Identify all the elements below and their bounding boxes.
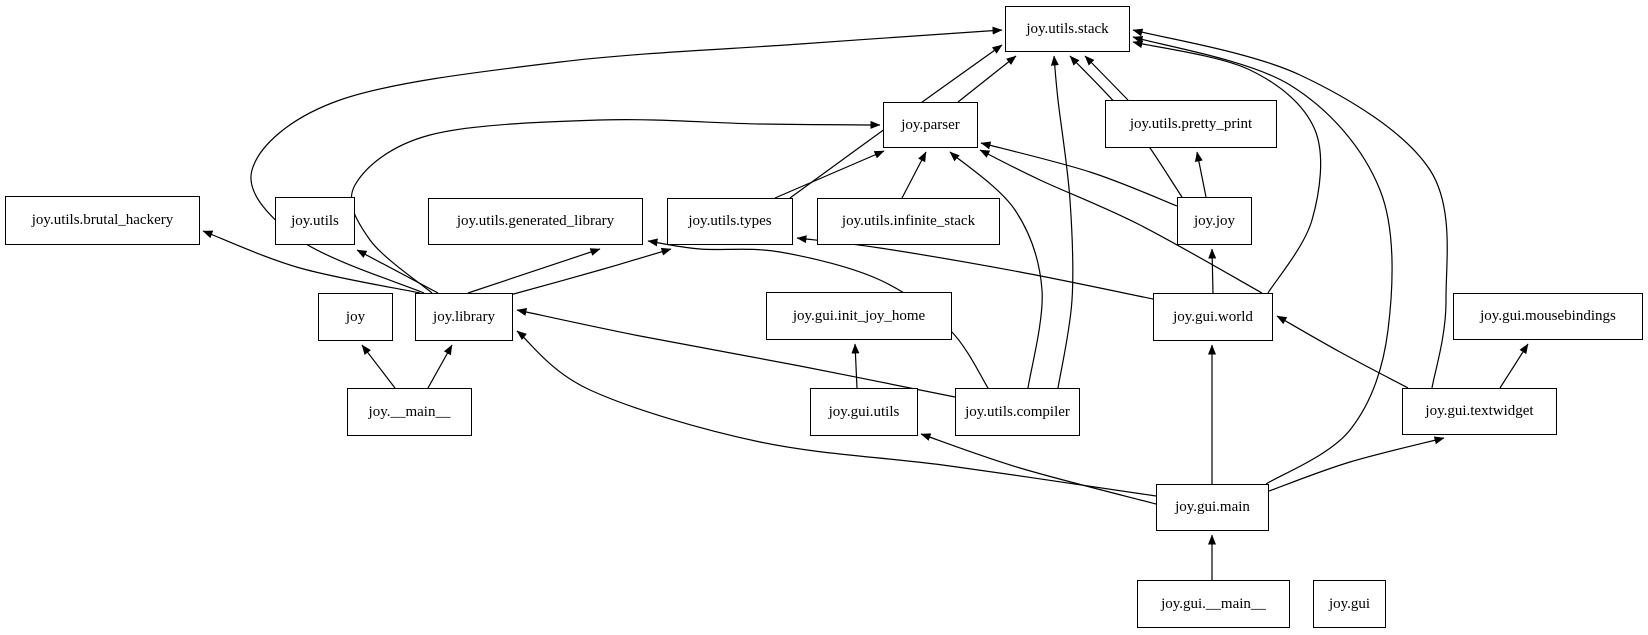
node-label: joy.utils.compiler xyxy=(965,403,1070,420)
node-label: joy.parser xyxy=(901,116,960,133)
node-joy.gui.__main__: joy.gui.__main__ xyxy=(1137,580,1290,628)
edge-joy.utils.compiler-to-joy.parser xyxy=(949,151,1043,389)
edge-joy.gui.textwidget-to-joy.utils.stack xyxy=(1132,28,1448,389)
node-label: joy.gui.__main__ xyxy=(1161,595,1266,612)
edge-joy.gui.main-to-joy.utils.stack xyxy=(1132,35,1393,485)
edge-joy.gui.main-to-joy.gui.textwidget xyxy=(1268,436,1445,492)
node-joy.gui.utils: joy.gui.utils xyxy=(810,388,918,436)
node-joy.utils.stack: joy.utils.stack xyxy=(1005,6,1130,52)
node-joy.utils.brutal_hackery: joy.utils.brutal_hackery xyxy=(5,196,200,245)
node-label: joy.gui.main xyxy=(1175,499,1250,515)
edge-joy.__main__-to-joy xyxy=(361,344,396,389)
node-label: joy.gui xyxy=(1328,595,1371,612)
node-joy.utils.pretty_print: joy.utils.pretty_print xyxy=(1105,100,1277,148)
node-joy.gui.textwidget: joy.gui.textwidget xyxy=(1402,388,1557,435)
edge-joy.__main__-to-joy.library xyxy=(427,344,453,389)
node-joy.utils.types: joy.utils.types xyxy=(667,198,793,245)
node-label: joy.gui.mousebindings xyxy=(1480,308,1616,324)
node-label: joy.utils xyxy=(291,212,339,229)
edge-joy.utils.compiler-to-joy.utils.generated_library xyxy=(647,238,989,389)
edge-joy.gui.utils-to-joy.gui.init_joy_home xyxy=(851,343,860,389)
node-label: joy.gui.world xyxy=(1173,308,1253,325)
edge-joy.joy-to-joy.parser xyxy=(980,141,1178,207)
edge-joy.utils.infinite_stack-to-joy.parser xyxy=(901,151,927,199)
node-joy: joy xyxy=(318,293,393,341)
edge-joy.gui.world-to-joy.joy xyxy=(1208,248,1217,294)
edge-joy.gui.textwidget-to-joy.gui.world xyxy=(1276,315,1409,389)
edge-joy.utils.compiler-to-joy.utils.stack xyxy=(1050,55,1074,389)
node-joy.parser: joy.parser xyxy=(883,102,978,148)
edge-joy.library-to-joy.utils.brutal_hackery xyxy=(202,230,421,294)
node-joy.gui.world: joy.gui.world xyxy=(1153,293,1273,341)
node-joy.gui.init_joy_home: joy.gui.init_joy_home xyxy=(766,292,952,340)
node-label: joy.library xyxy=(433,308,495,325)
node-label: joy.utils.stack xyxy=(1026,20,1109,37)
node-label: joy.utils.types xyxy=(688,213,772,229)
node-label: joy.__main__ xyxy=(368,403,451,420)
node-joy.joy: joy.joy xyxy=(1177,197,1252,245)
node-joy.utils.infinite_stack: joy.utils.infinite_stack xyxy=(817,198,1000,245)
edge-joy.utils.compiler-to-joy.library xyxy=(516,308,956,398)
node-joy.gui.main: joy.gui.main xyxy=(1156,484,1269,531)
node-joy.__main__: joy.__main__ xyxy=(347,388,472,436)
node-label: joy xyxy=(345,308,366,325)
node-joy.utils: joy.utils xyxy=(275,197,355,245)
node-label: joy.utils.brutal_hackery xyxy=(31,212,174,228)
node-joy.utils.compiler: joy.utils.compiler xyxy=(955,388,1080,436)
edge-joy.utils.types-to-joy.parser xyxy=(774,150,885,199)
edge-joy.joy-to-joy.utils.pretty_print xyxy=(1194,151,1207,198)
node-label: joy.gui.init_joy_home xyxy=(792,307,926,324)
edge-joy.gui.main-to-joy.gui.utils xyxy=(920,433,1157,505)
node-joy.library: joy.library xyxy=(415,293,513,341)
node-joy.gui: joy.gui xyxy=(1313,580,1386,628)
edge-joy.gui.main-to-joy.library xyxy=(516,330,1157,497)
edge-joy.gui.textwidget-to-joy.gui.mousebindings xyxy=(1499,343,1529,389)
node-label: joy.utils.infinite_stack xyxy=(841,213,976,229)
node-label: joy.gui.utils xyxy=(828,403,900,420)
edge-joy.parser-to-joy.utils.stack xyxy=(957,55,1017,103)
node-label: joy.utils.pretty_print xyxy=(1129,115,1253,132)
edges-group xyxy=(202,26,1529,580)
node-joy.utils.generated_library: joy.utils.generated_library xyxy=(428,198,643,245)
edge-joy.library-to-joy.utils.types xyxy=(509,247,672,296)
edge-joy.library-to-joy.parser xyxy=(350,119,881,294)
edge-joy.gui.world-to-joy.parser xyxy=(979,149,1263,294)
edge-joy.utils.pretty_print-to-joy.utils.stack xyxy=(1084,55,1129,101)
node-label: joy.joy xyxy=(1193,212,1236,229)
node-label: joy.gui.textwidget xyxy=(1425,403,1534,419)
edge-joy.library-to-joy.utils.generated_library xyxy=(467,248,601,294)
node-joy.gui.mousebindings: joy.gui.mousebindings xyxy=(1453,293,1643,340)
node-label: joy.utils.generated_library xyxy=(456,213,615,229)
edge-joy.gui.world-to-joy.utils.stack xyxy=(1132,40,1322,294)
edge-joy.library-to-joy.utils xyxy=(356,249,439,294)
